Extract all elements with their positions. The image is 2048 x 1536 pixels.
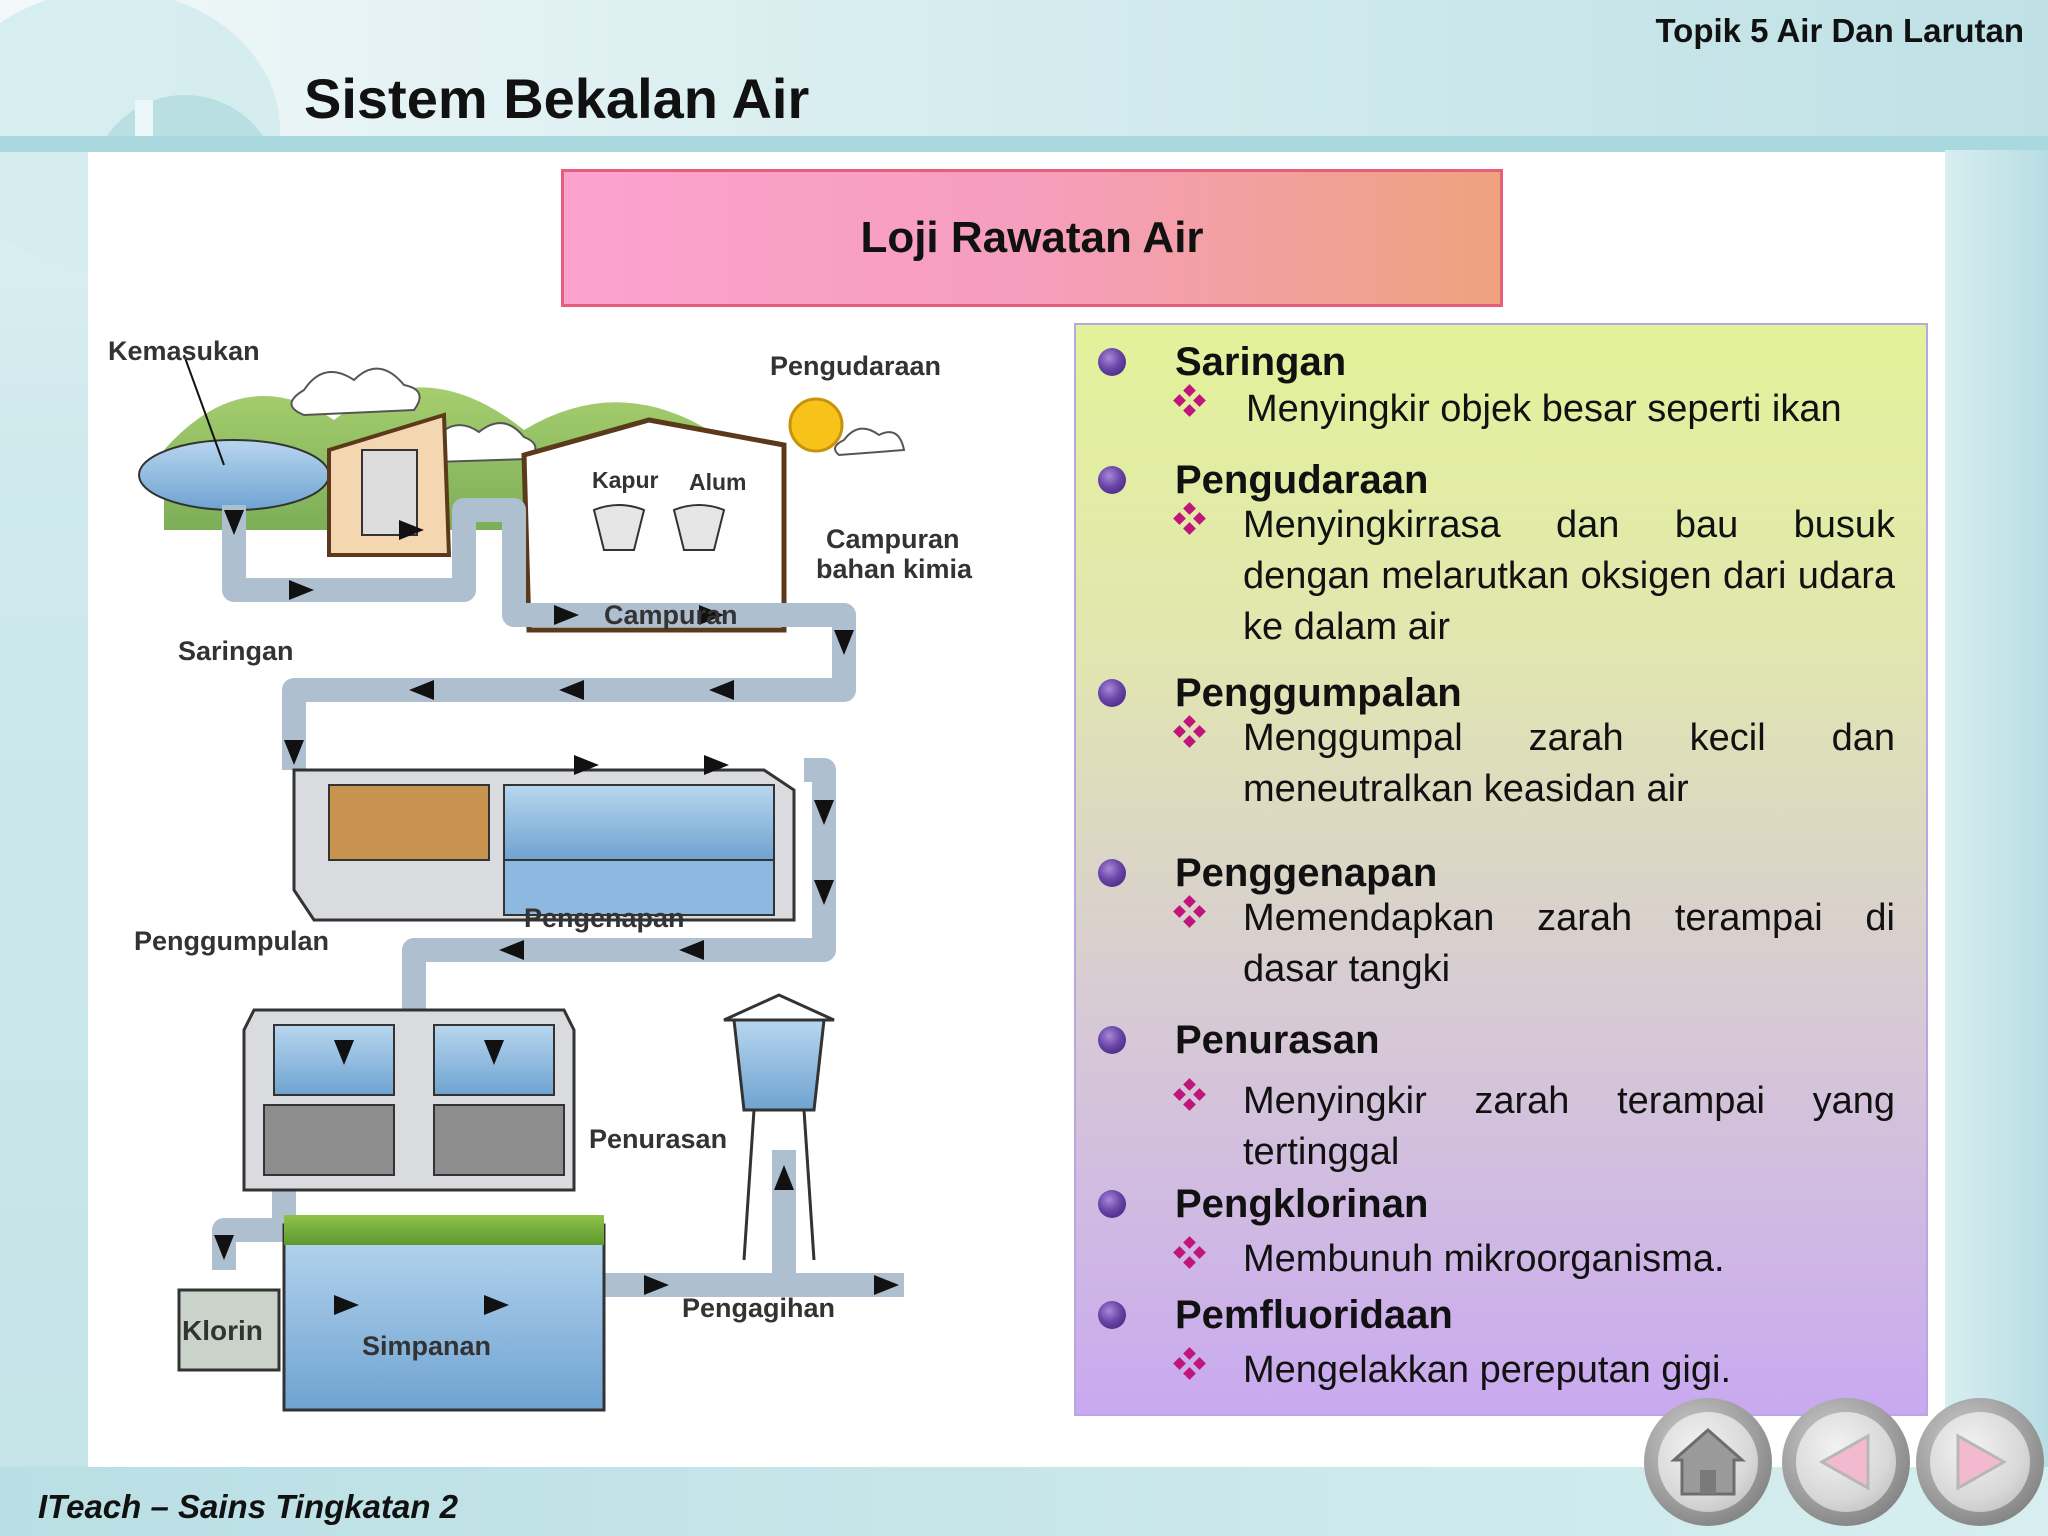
- diamond-bullet-icon: [1173, 895, 1206, 928]
- step-description: Menyingkirrasa dan bau busuk dengan mela…: [1243, 504, 1895, 648]
- intake-pond: [138, 439, 330, 511]
- diamond-bullet-icon: [1173, 1347, 1206, 1380]
- pipe-distribution: [604, 1150, 904, 1297]
- home-icon: [1670, 1427, 1746, 1496]
- chemical-house: [521, 417, 787, 633]
- water-treatment-diagram: Kemasukan Pengudaraan Kapur Alum Campura…: [108, 336, 973, 1412]
- step-description: Menggumpal zarah kecil dan meneutralkan …: [1243, 717, 1895, 810]
- step-description: Menyingkir zarah terampai yang tertingga…: [1243, 1080, 1895, 1173]
- treatment-steps-panel: Saringan Menyingkir objek besar seperti …: [1074, 323, 1928, 1416]
- step-title: Pemfluoridaan: [1175, 1293, 1453, 1337]
- label-klorin: Klorin: [182, 1315, 263, 1346]
- pipe-sedimentation: [402, 758, 836, 1010]
- diamond-bullet-icon: [1173, 502, 1206, 535]
- bullet-icon: [1098, 859, 1126, 887]
- cloud: [290, 367, 421, 417]
- sun: [788, 397, 844, 453]
- label-pengudaraan: Pengudaraan: [770, 351, 941, 381]
- topic-label: Topik 5 Air Dan Larutan: [1655, 12, 2024, 49]
- label-penggumpulan: Penggumpulan: [134, 926, 329, 956]
- label-pengenapan: Pengenapan: [524, 903, 685, 933]
- bullet-icon: [1098, 1190, 1126, 1218]
- step-title: Pengklorinan: [1175, 1182, 1429, 1226]
- label-saringan: Saringan: [178, 636, 294, 666]
- step-description: Menyingkir objek besar seperti ikan: [1246, 388, 1842, 430]
- step-title: Saringan: [1175, 340, 1347, 384]
- bullet-icon: [1098, 679, 1126, 707]
- step-title: Penggumpalan: [1175, 671, 1462, 715]
- label-pengagihan: Pengagihan: [682, 1293, 835, 1323]
- diamond-bullet-icon: [1173, 1236, 1206, 1269]
- step-description: Membunuh mikroorganisma.: [1243, 1238, 1725, 1280]
- header-divider: [0, 136, 2048, 152]
- diamond-bullet-icon: [1173, 384, 1206, 417]
- previous-button[interactable]: [1782, 1398, 1910, 1526]
- pipe-filtration: [212, 1190, 296, 1270]
- chlorine-tank: [177, 1288, 281, 1372]
- banner-title: Loji Rawatan Air: [860, 213, 1204, 262]
- bullet-icon: [1098, 466, 1126, 494]
- bullet-icon: [1098, 1301, 1126, 1329]
- step-description: Mengelakkan pereputan gigi.: [1243, 1349, 1732, 1391]
- bullet-icon: [1098, 348, 1126, 376]
- pipe-intake: [222, 498, 856, 770]
- label-kemasukan: Kemasukan: [108, 336, 260, 366]
- label-campuran-bahan-kimia: bahan kimia: [816, 554, 973, 584]
- storage-tank: [282, 1223, 606, 1412]
- side-frame: [1945, 150, 2048, 1470]
- label-alum: Alum: [689, 469, 747, 495]
- home-button[interactable]: [1644, 1398, 1772, 1526]
- diamond-bullet-icon: [1173, 1078, 1206, 1111]
- section-banner: Loji Rawatan Air: [561, 169, 1503, 307]
- step-title: Penggenapan: [1175, 851, 1438, 895]
- header-band: [0, 0, 2048, 136]
- next-button[interactable]: [1916, 1398, 2044, 1526]
- step-title: Pengudaraan: [1175, 458, 1429, 502]
- cloud: [834, 427, 906, 457]
- step-description: Memendapkan zarah terampai di dasar tang…: [1243, 897, 1895, 990]
- water-tower: [732, 1018, 826, 1112]
- triangle-right-icon: [1956, 1433, 2008, 1491]
- page-title: Sistem Bekalan Air: [304, 67, 810, 130]
- label-penurasan: Penurasan: [589, 1124, 727, 1154]
- label-simpanan: Simpanan: [362, 1331, 491, 1361]
- diamond-bullet-icon: [1173, 715, 1206, 748]
- bullet-icon: [1098, 1026, 1126, 1054]
- label-campuran: Campuran: [604, 600, 738, 630]
- triangle-left-icon: [1818, 1433, 1870, 1491]
- label-campuran-bahan: Campuran: [826, 524, 960, 554]
- footer-text: ITeach – Sains Tingkatan 2: [38, 1488, 458, 1525]
- step-title: Penurasan: [1175, 1018, 1380, 1062]
- label-kapur: Kapur: [592, 467, 659, 493]
